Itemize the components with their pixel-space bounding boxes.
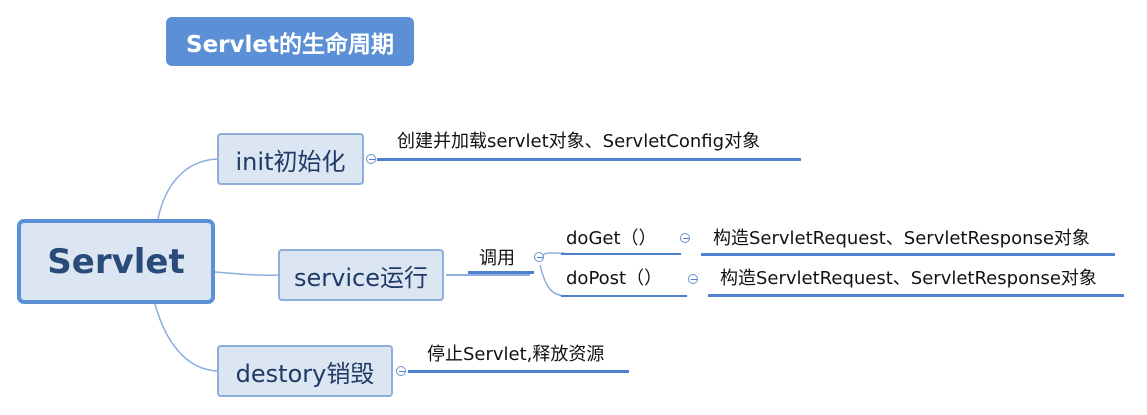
root-to-init-connector <box>157 158 219 220</box>
collapse-call-icon[interactable] <box>534 252 544 262</box>
collapse-destroy-icon[interactable] <box>396 366 406 376</box>
collapse-doget-icon[interactable] <box>680 233 690 243</box>
root-to-destroy-connector <box>154 303 219 372</box>
doget-note: 构造ServletRequest、ServletResponse对象 <box>713 228 1090 249</box>
collapse-dopost-icon[interactable] <box>688 274 698 284</box>
dopost-note-underline <box>708 294 1124 297</box>
destroy-note: 停止Servlet,释放资源 <box>427 344 605 365</box>
init-note: 创建并加载servlet对象、ServletConfig对象 <box>397 131 761 152</box>
method-doget[interactable]: doGet（） <box>566 228 657 249</box>
root-to-service-connector <box>214 271 280 277</box>
doget-note-underline <box>701 253 1115 256</box>
branch-service[interactable]: service运行 <box>278 249 444 301</box>
method-dopost[interactable]: doPost（） <box>566 268 663 289</box>
init-note-underline <box>377 158 801 161</box>
call-to-dopost-connector <box>539 264 566 297</box>
call-label: 调用 <box>479 248 515 269</box>
service-call-connector <box>446 274 530 276</box>
call-underline <box>468 271 534 274</box>
dopost-underline <box>561 295 687 297</box>
root-node-servlet[interactable]: Servlet <box>17 219 215 304</box>
branch-destroy[interactable]: destory销毁 <box>217 345 393 397</box>
dopost-note: 构造ServletRequest、ServletResponse对象 <box>720 268 1097 289</box>
destroy-note-underline <box>408 370 629 373</box>
doget-underline <box>561 253 681 255</box>
diagram-title: Servlet的生命周期 <box>166 17 414 66</box>
branch-init[interactable]: init初始化 <box>217 133 364 185</box>
collapse-init-icon[interactable] <box>366 154 376 164</box>
